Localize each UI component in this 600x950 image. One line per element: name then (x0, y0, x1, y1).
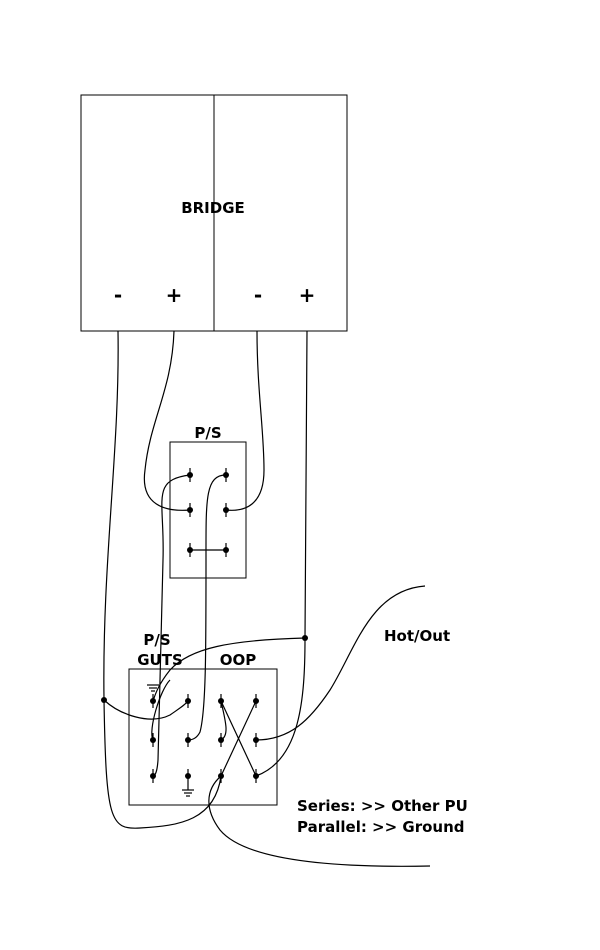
junction-dot (101, 697, 107, 703)
guts-solder-dot (185, 773, 191, 779)
coil-a-plus-wire (143, 330, 191, 511)
bridge-pickup: BRIDGE - + - + (80, 94, 348, 332)
hot-out-wire (255, 585, 426, 741)
coil-a-minus-wire (103, 330, 222, 829)
coil-b-plus-label: + (299, 283, 316, 307)
wires (101, 330, 431, 867)
bridge-coil-b-outline (213, 94, 348, 332)
ps-switch: P/S (169, 424, 247, 579)
oop-label: OOP (220, 651, 257, 669)
coil-a-minus-tap (103, 699, 189, 720)
coil-a-minus-label: - (114, 283, 122, 307)
coil-b-plus-wire (255, 330, 308, 777)
ps-switch-outline (169, 441, 247, 579)
ps-top-left-wire (152, 474, 191, 777)
coil-b-minus-label: - (254, 283, 262, 307)
ps-guts-label-line1: P/S (143, 631, 170, 649)
ps-top-right-wire (187, 474, 227, 741)
coil-a-plus-label: + (166, 283, 183, 307)
guts-left-middle-wire (151, 679, 171, 741)
parallel-note: Parallel: >> Ground (297, 818, 465, 836)
oop-cross-wire (220, 700, 257, 777)
coil-b-minus-wire (225, 330, 265, 511)
series-parallel-wire (208, 775, 431, 867)
bridge-label: BRIDGE (181, 199, 245, 217)
ground-icon (147, 684, 159, 692)
series-note: Series: >> Other PU (297, 797, 468, 815)
guts-oop-switch-outline (128, 668, 278, 806)
hot-out-label: Hot/Out (384, 627, 450, 645)
oop-top-left-wire (220, 700, 227, 741)
oop-solder-dot (253, 698, 259, 704)
coil-b-plus-tap (152, 637, 306, 702)
ground-icon (182, 783, 194, 797)
ps-switch-label: P/S (194, 424, 221, 442)
